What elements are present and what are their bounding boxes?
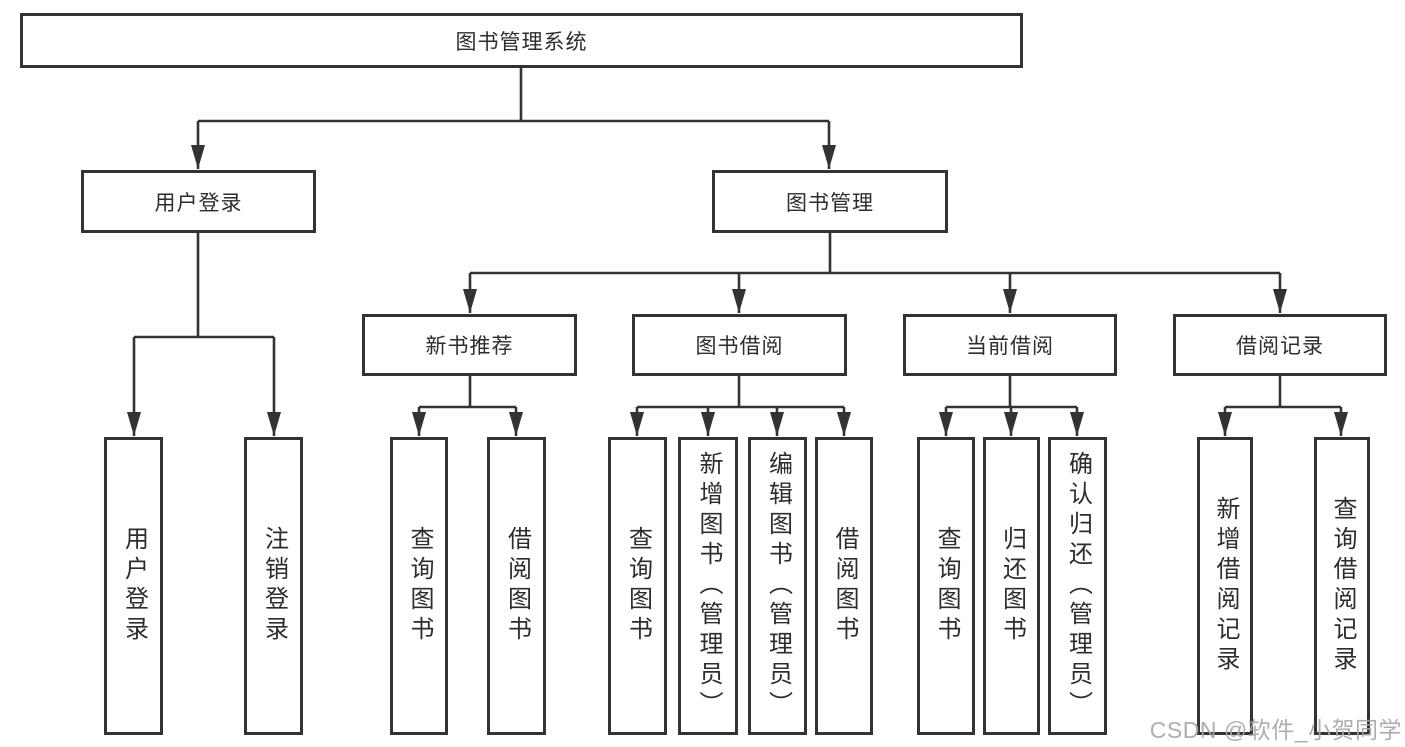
node-label: 新书推荐 [425, 335, 514, 358]
leaf-add-borrow-record: 新增借阅记录 [1197, 437, 1253, 735]
node-label: 用户登录 [154, 191, 243, 215]
node-label: 用户登录 [120, 526, 148, 646]
node-book-borrowing: 图书借阅 [632, 314, 847, 376]
node-label: 归还图书 [998, 526, 1026, 646]
node-label: 图书管理系统 [455, 30, 588, 54]
node-label: 查询借阅记录 [1329, 496, 1356, 676]
node-label: 借阅记录 [1236, 335, 1324, 358]
node-label: 查询图书 [624, 526, 652, 646]
node-book-management: 图书管理 [712, 170, 948, 233]
csdn-watermark: CSDN @软件_小贺同学 [1149, 717, 1402, 743]
leaf-confirm-return-admin: 确认归还（管理员） [1048, 437, 1107, 735]
leaf-borrow-books: 借阅图书 [815, 437, 873, 735]
node-new-book-recommend: 新书推荐 [362, 314, 577, 376]
node-label: 确认归还（管理员） [1064, 451, 1092, 721]
node-label: 图书管理 [786, 191, 874, 215]
leaf-return-books: 归还图书 [983, 437, 1040, 735]
node-current-borrowing: 当前借阅 [903, 314, 1117, 376]
leaf-query-books-current: 查询图书 [917, 437, 975, 735]
leaf-logout: 注销登录 [244, 437, 303, 735]
node-label: 借阅图书 [831, 526, 858, 646]
node-label: 借阅图书 [503, 526, 531, 646]
node-user-login: 用户登录 [81, 170, 316, 233]
leaf-borrow-books-recommend: 借阅图书 [487, 437, 546, 735]
node-label: 当前借阅 [966, 335, 1054, 358]
node-borrowing-records: 借阅记录 [1173, 314, 1387, 376]
leaf-user-login: 用户登录 [104, 437, 163, 735]
node-label: 图书借阅 [695, 335, 784, 358]
node-label: 查询图书 [406, 526, 433, 646]
leaf-query-books-recommend: 查询图书 [390, 437, 448, 735]
node-library-system: 图书管理系统 [20, 13, 1023, 68]
node-label: 新增图书（管理员） [695, 451, 722, 721]
node-label: 注销登录 [260, 526, 288, 646]
leaf-edit-books-admin: 编辑图书（管理员） [748, 437, 807, 735]
leaf-add-books-admin: 新增图书（管理员） [678, 437, 738, 735]
node-label: 新增借阅记录 [1212, 496, 1239, 676]
node-label: 查询图书 [933, 526, 960, 646]
node-label: 编辑图书（管理员） [764, 451, 792, 721]
leaf-query-books-borrow: 查询图书 [608, 437, 667, 735]
leaf-query-borrow-record: 查询借阅记录 [1314, 437, 1370, 735]
